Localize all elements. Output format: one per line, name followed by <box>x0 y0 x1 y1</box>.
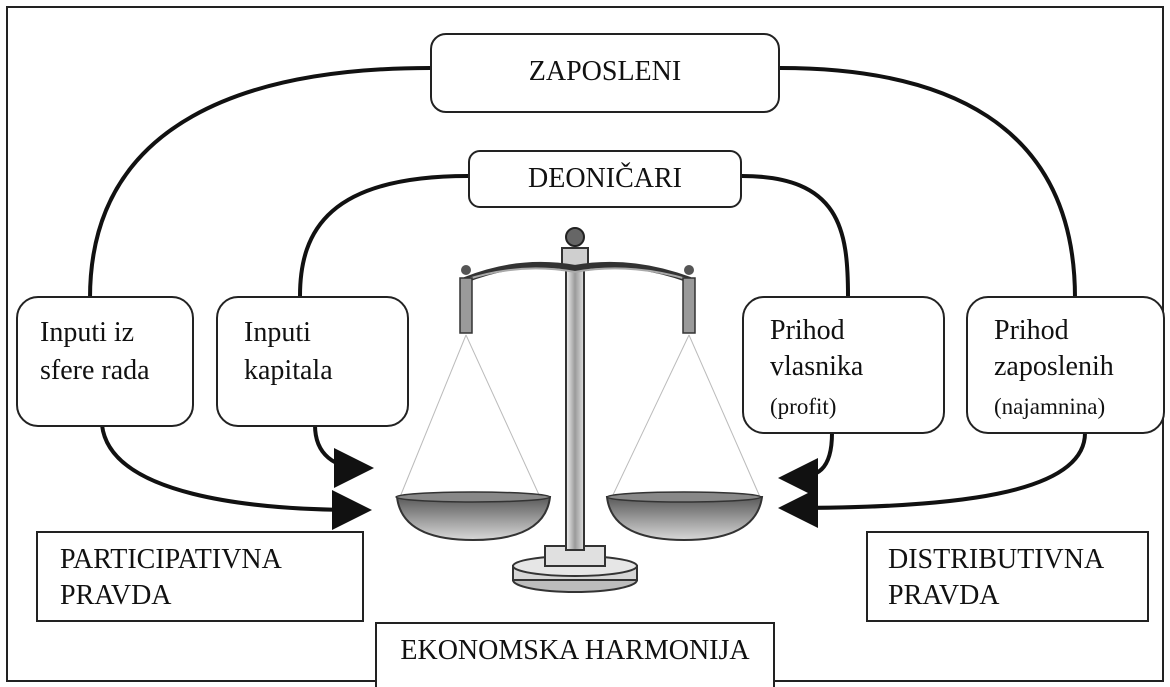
zaposleni-label: ZAPOSLENI <box>528 56 682 87</box>
distributive-justice-box: DISTRIBUTIVNA PRAVDA <box>866 531 1149 622</box>
capital-inputs-line-2: kapitala <box>244 355 333 386</box>
distributive-line-1: DISTRIBUTIVNA <box>888 544 1105 575</box>
deonicari-box: DEONIČARI <box>468 150 742 208</box>
zaposleni-box: ZAPOSLENI <box>430 33 780 113</box>
deonicari-label: DEONIČARI <box>528 163 682 194</box>
owner-income-line-1: Prihod <box>770 315 845 346</box>
economic-harmony-box: EKONOMSKA HARMONIJA <box>375 622 775 687</box>
capital-inputs-line-1: Inputi <box>244 317 311 348</box>
arc-deonicari-right <box>741 174 850 297</box>
labor-inputs-line-2: sfere rada <box>40 355 150 386</box>
participative-justice-box: PARTICIPATIVNA PRAVDA <box>36 531 364 622</box>
owner-income-box: Prihod vlasnika (profit) <box>742 296 945 434</box>
owner-income-line-3: (profit) <box>770 394 837 419</box>
owner-income-line-2: vlasnika <box>770 351 864 382</box>
capital-inputs-box: Inputi kapitala <box>216 296 409 427</box>
participative-line-2: PRAVDA <box>60 580 172 611</box>
arrow-owner-income <box>778 432 834 498</box>
labor-inputs-line-1: Inputi iz <box>40 317 135 348</box>
arrow-labor-input <box>100 424 372 530</box>
arc-zaposleni-right <box>779 66 1077 299</box>
arrow-capital-input <box>313 424 374 488</box>
arrow-employee-income <box>778 432 1087 528</box>
employee-income-line-2: zaposlenih <box>994 351 1114 382</box>
arc-deonicari-left <box>298 174 469 297</box>
justice-scale-icon <box>395 227 764 593</box>
employee-income-line-3: (najamnina) <box>994 394 1106 419</box>
participative-line-1: PARTICIPATIVNA <box>60 544 282 575</box>
labor-inputs-box: Inputi iz sfere rada <box>16 296 194 427</box>
economic-harmony-label: EKONOMSKA HARMONIJA <box>400 635 750 666</box>
employee-income-line-1: Prihod <box>994 315 1069 346</box>
distributive-line-2: PRAVDA <box>888 580 1000 611</box>
arc-zaposleni-left <box>88 66 431 299</box>
employee-income-box: Prihod zaposlenih (najamnina) <box>966 296 1165 434</box>
